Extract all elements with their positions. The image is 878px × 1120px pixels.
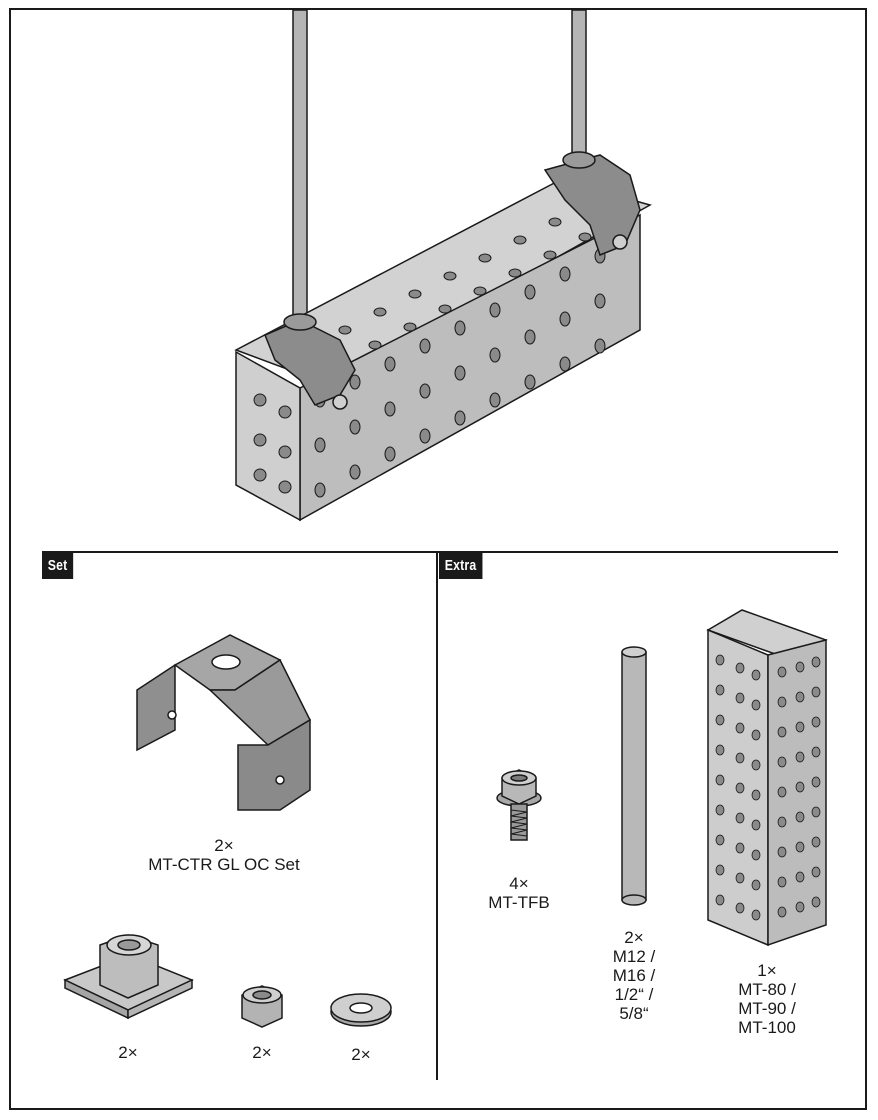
bracket-qty: 2×	[214, 836, 234, 855]
flange-bolt-icon	[496, 769, 542, 841]
bolt-qty: 4×	[509, 874, 529, 893]
rod-qty: 2×	[624, 928, 644, 947]
bracket-icon	[264, 151, 641, 410]
profile-qty: 1×	[757, 961, 777, 980]
column-divider	[436, 551, 438, 1080]
base-plate-qty: 2×	[118, 1043, 138, 1062]
page-frame	[9, 8, 867, 1110]
bolt-name: MT-TFB	[488, 893, 550, 912]
rod-size-2: M16 /	[612, 966, 656, 985]
nut-qty: 2×	[252, 1043, 272, 1062]
channel-profile-icon	[234, 179, 652, 522]
rod-size-4: 5/8“	[619, 1004, 649, 1023]
profile-size-1: MT-80 /	[738, 980, 796, 999]
bracket-name: MT-CTR GL OC Set	[148, 855, 300, 874]
washer-icon	[330, 993, 392, 1027]
washer-qty: 2×	[351, 1045, 371, 1064]
base-plate-icon	[63, 934, 194, 1020]
rod-size-3: 1/2“ /	[614, 985, 654, 1004]
profile-size-2: MT-90 /	[738, 999, 796, 1018]
profile-column-icon	[706, 609, 828, 947]
threaded-rod-icon	[621, 646, 647, 906]
bracket-icon	[136, 634, 311, 811]
hex-nut-icon	[241, 985, 283, 1028]
set-section-tag: Set	[42, 553, 74, 579]
section-divider	[42, 551, 838, 553]
threaded-rod-icon	[292, 9, 587, 321]
rod-size-1: M12 /	[612, 947, 656, 966]
extra-section-tag: Extra	[439, 553, 483, 579]
profile-size-3: MT-100	[738, 1018, 796, 1037]
